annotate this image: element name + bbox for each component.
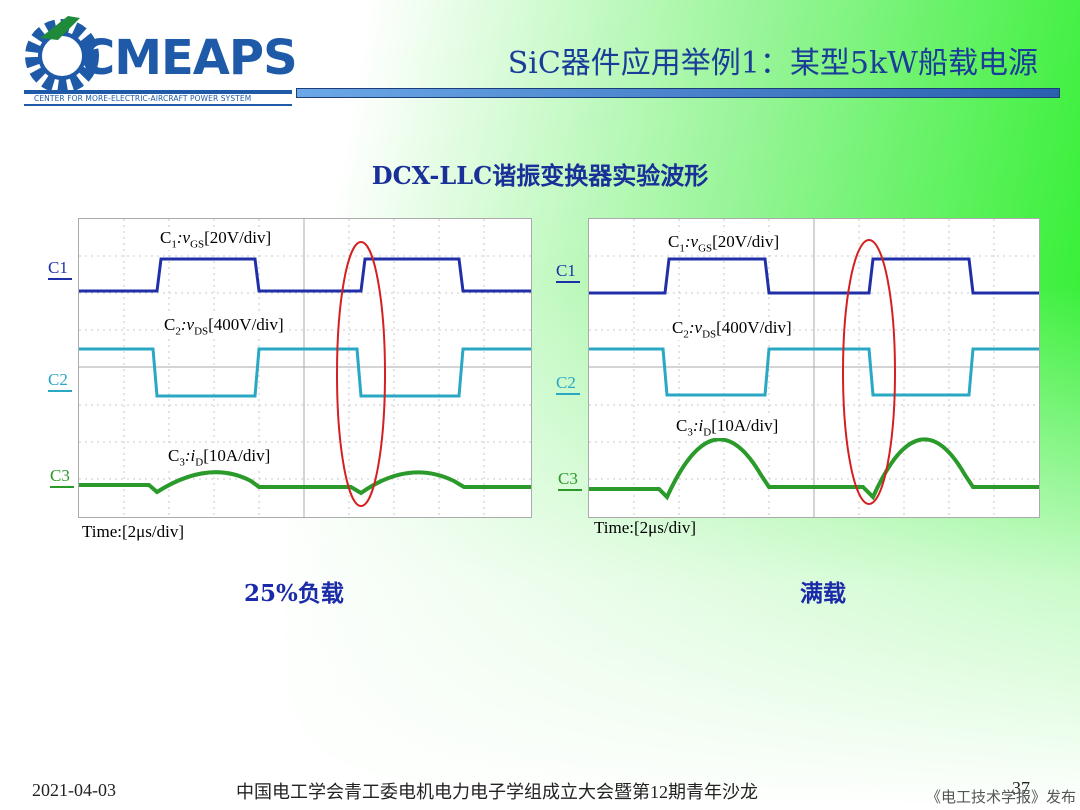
page-number: 37 <box>1012 778 1030 798</box>
section-subtitle: DCX-LLC谐振变换器实验波形 <box>371 161 709 190</box>
logo-wordmark: CMEAPS <box>80 30 298 86</box>
scope-right-c3-label: C3 <box>558 469 582 491</box>
waveform-c3-right <box>589 437 1039 501</box>
title-underline-bar <box>296 88 1060 98</box>
scope-left-time: Time:[2μs/div] <box>82 522 184 541</box>
cmeaps-logo: CMEAPS CENTER FOR MORE-ELECTRIC-AIRCRAFT… <box>10 8 298 108</box>
waveform-c3-left <box>79 470 531 496</box>
oscilloscope-left <box>78 218 532 518</box>
publisher-watermark: 《电工技术学报》发布 <box>925 788 1076 806</box>
scope-right-time: Time:[2μs/div] <box>594 518 696 537</box>
scope-right-c1-label: C1 <box>556 261 580 283</box>
caption-left: 25%负载 <box>244 580 344 607</box>
scope-left-annot-c3: C3:iD[10A/div] <box>168 446 271 469</box>
scope-right-c2-label: C2 <box>556 373 580 395</box>
waveform-c1-right <box>589 257 1039 295</box>
scope-right-annot-c3: C3:iD[10A/div] <box>676 416 779 439</box>
highlight-ellipse-left <box>336 241 386 507</box>
footer-event: 中国电工学会青工委电机电力电子学组成立大会暨第12期青年沙龙 <box>236 782 758 802</box>
waveform-c1-left <box>79 257 531 293</box>
scope-left-c3-label: C3 <box>50 466 74 488</box>
slide-title: SiC器件应用举例1：某型5kW船载电源 <box>507 46 1038 81</box>
oscilloscope-right <box>588 218 1040 518</box>
scope-left-svg <box>79 219 531 517</box>
logo-gear-icon <box>24 16 292 106</box>
waveform-c2-right <box>589 347 1039 397</box>
footer-date: 2021-04-03 <box>32 780 116 800</box>
scope-left-c1-label: C1 <box>48 258 72 280</box>
scope-right-annot-c1: C1:vGS[20V/div] <box>668 232 780 255</box>
scope-left-c2-label: C2 <box>48 370 72 392</box>
caption-right: 满载 <box>800 580 846 607</box>
highlight-ellipse-right <box>842 239 896 505</box>
scope-right-annot-c2: C2:vDS[400V/div] <box>672 318 792 341</box>
waveform-c2-left <box>79 347 531 398</box>
scope-right-svg <box>589 219 1039 517</box>
scope-left-annot-c1: C1:vGS[20V/div] <box>160 228 272 251</box>
logo-subtitle: CENTER FOR MORE-ELECTRIC-AIRCRAFT POWER … <box>34 94 252 103</box>
scope-left-annot-c2: C2:vDS[400V/div] <box>164 315 284 338</box>
